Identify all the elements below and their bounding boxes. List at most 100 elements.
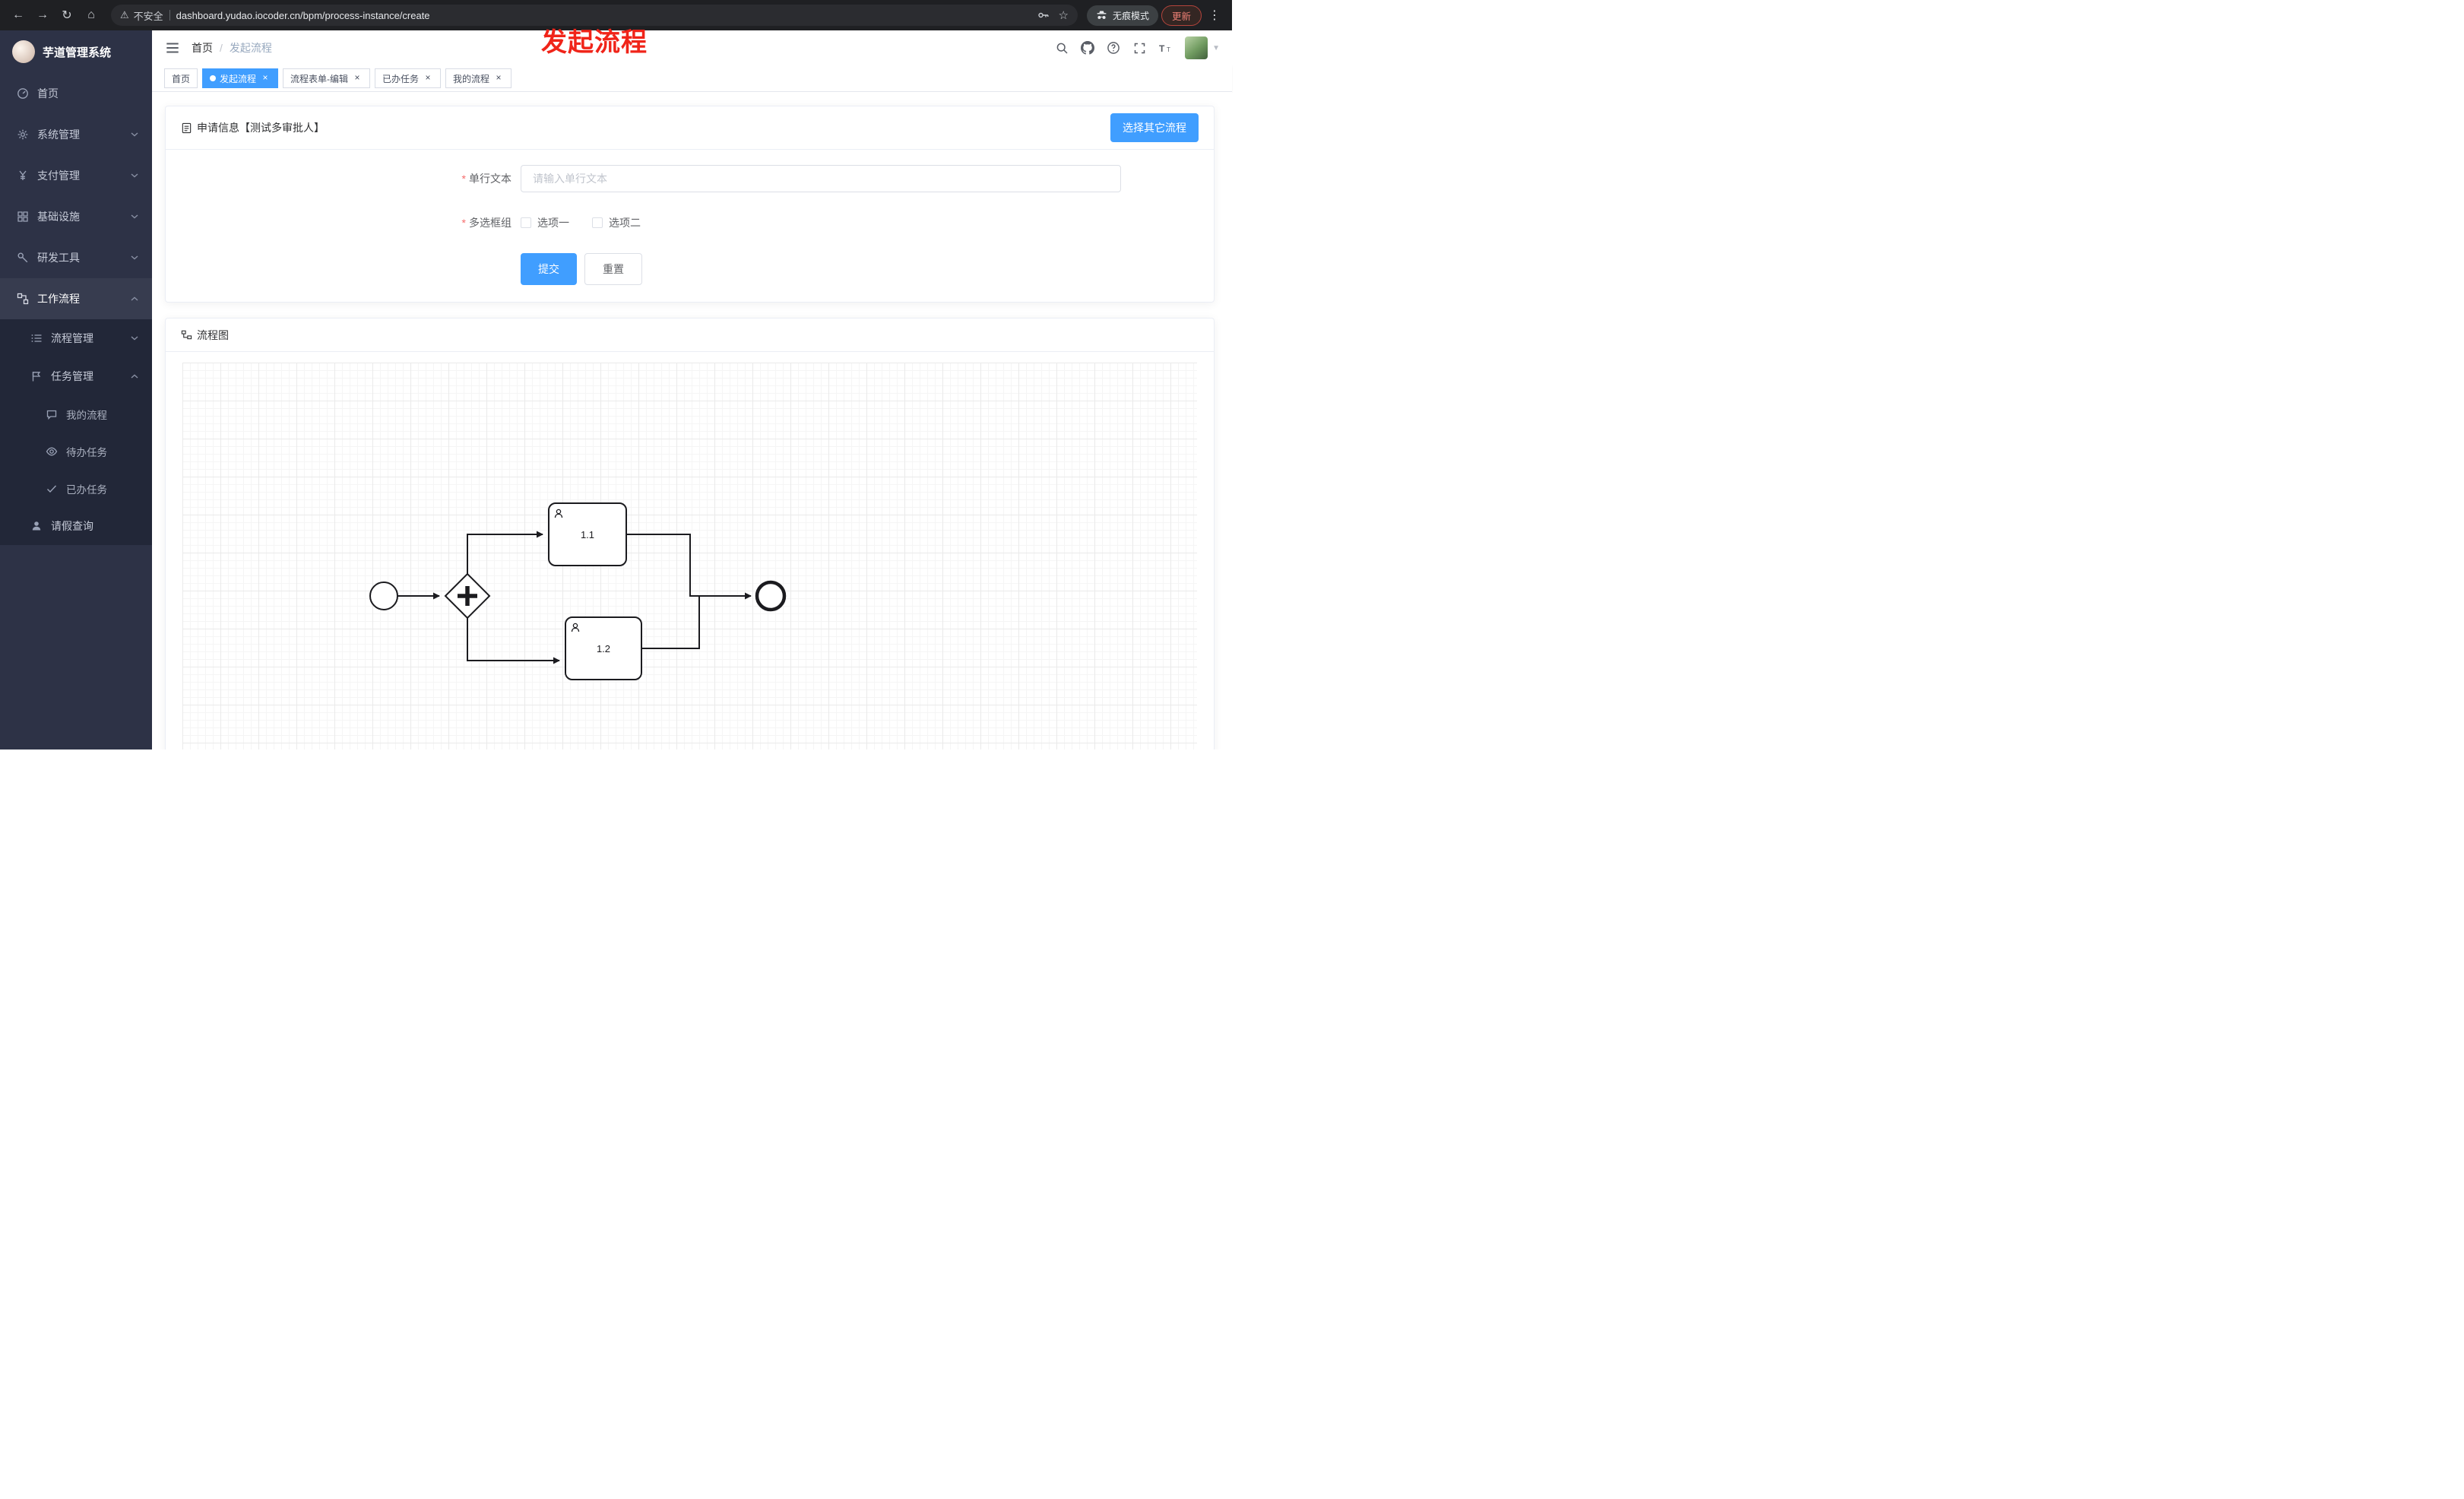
document-icon [182,122,192,133]
sidebar-item-task-mgmt[interactable]: 任务管理 [0,357,152,395]
sidebar-item-process-mgmt[interactable]: 流程管理 [0,319,152,357]
checkbox-icon[interactable] [521,217,531,228]
bpmn-task-1[interactable]: 1.1 [548,502,627,566]
checkbox-icon[interactable] [592,217,603,228]
fullscreen-icon[interactable] [1127,36,1151,60]
content-area: 申请信息【测试多审批人】 选择其它流程 *单行文本 *多选框组 [152,92,1232,750]
dashboard-icon [17,88,28,99]
reload-button[interactable]: ↻ [62,9,72,22]
breadcrumb-current: 发起流程 [229,42,272,54]
form-card: 申请信息【测试多审批人】 选择其它流程 *单行文本 *多选框组 [165,106,1215,303]
tab-close-icon[interactable]: × [425,72,431,83]
forward-button[interactable]: → [36,8,49,21]
flowchart-icon [181,330,192,340]
user-icon [32,521,41,531]
bpmn-flow-task1-to-end [626,534,752,600]
not-secure-warning[interactable]: ⚠ 不安全 [120,8,163,23]
sidebar-item-leave-query[interactable]: 请假查询 [0,507,152,545]
sidebar-item-system[interactable]: 系统管理 [0,114,152,155]
workflow-submenu: 流程管理 任务管理 我的流程 待办任务 已办任务 请假 [0,319,152,545]
flag-icon [32,372,41,382]
bpmn-user-task-icon [554,509,563,518]
warning-icon: ⚠ [120,9,129,21]
incognito-label: 无痕模式 [1112,10,1149,21]
bookmark-star-icon[interactable]: ☆ [1058,9,1069,22]
chevron-up-icon [131,296,138,301]
chevron-down-icon [131,336,138,341]
checkbox-option-2[interactable]: 选项二 [592,215,641,230]
bpmn-flow-gateway-to-task1 [467,531,543,574]
diagram-card-title: 流程图 [181,328,229,343]
tab-home[interactable]: 首页 [164,68,198,88]
chat-icon [46,410,57,420]
text-field-label: *单行文本 [461,173,511,185]
security-label: 不安全 [133,10,163,22]
avatar-caret-icon[interactable]: ▼ [1212,43,1220,52]
tab-initiate-process[interactable]: 发起流程 × [202,68,279,88]
incognito-badge: 无痕模式 [1086,5,1158,26]
list-icon [31,334,42,342]
browser-menu-icon[interactable]: ⋮ [1208,9,1221,22]
sidebar-item-todo-tasks[interactable]: 待办任务 [0,433,152,470]
breadcrumb: 首页 / 发起流程 [192,40,272,55]
sidebar-item-payment[interactable]: 支付管理 [0,155,152,196]
update-button[interactable]: 更新 [1161,5,1202,26]
form-card-title: 申请信息【测试多审批人】 [181,120,325,135]
app-logo[interactable]: 芋道管理系统 [0,30,152,73]
active-tab-dot [210,75,217,81]
help-icon[interactable] [1101,36,1126,60]
user-avatar[interactable] [1185,36,1208,59]
svg-text:T: T [1159,43,1165,54]
incognito-icon [1097,11,1107,19]
tab-done-tasks[interactable]: 已办任务 × [375,68,442,88]
bpmn-start-event[interactable] [369,582,398,610]
address-bar[interactable]: ⚠ 不安全 dashboard.yudao.iocoder.cn/bpm/pro… [111,5,1078,26]
back-button[interactable]: ← [12,8,24,21]
omnibox-divider [169,10,170,21]
sidebar-item-devtools[interactable]: 研发工具 [0,237,152,278]
reset-button[interactable]: 重置 [584,253,642,285]
tab-form-edit[interactable]: 流程表单-编辑 × [283,68,371,88]
required-mark: * [461,217,466,229]
tab-my-process[interactable]: 我的流程 × [445,68,512,88]
gear-icon [17,129,28,140]
chevron-down-icon [131,173,138,178]
search-icon[interactable] [1050,36,1074,60]
tab-close-icon[interactable]: × [496,72,502,83]
github-icon[interactable] [1075,36,1100,60]
svg-text:T: T [1167,46,1170,53]
chevron-down-icon [131,214,138,219]
bpmn-flow-task2-to-end [641,596,700,649]
checkbox-field-row: *多选框组 选项一 选项二 [447,209,1199,236]
sidebar-item-home[interactable]: 首页 [0,73,152,114]
tab-close-icon[interactable]: × [354,72,360,83]
bpmn-parallel-gateway[interactable] [444,572,491,620]
single-line-text-input[interactable] [521,165,1121,192]
choose-other-process-button[interactable]: 选择其它流程 [1110,113,1199,142]
home-button[interactable]: ⌂ [87,8,95,21]
bpmn-diagram: 1.1 1.2 [369,502,787,680]
tags-view-bar: 首页 发起流程 × 流程表单-编辑 × 已办任务 × 我的流程 × [152,65,1232,92]
checkbox-option-1[interactable]: 选项一 [521,215,569,230]
key-icon[interactable] [1037,9,1050,21]
sidebar-item-workflow[interactable]: 工作流程 [0,278,152,319]
submit-button[interactable]: 提交 [521,253,577,285]
tools-icon [17,252,28,263]
menu-fold-icon[interactable] [164,40,181,56]
diagram-card: 流程图 [165,318,1215,750]
sidebar-item-done-tasks[interactable]: 已办任务 [0,470,152,507]
chevron-up-icon [131,374,138,379]
sidebar: 芋道管理系统 首页 系统管理 支付管理 基础设施 研发工具 工作流 [0,30,152,750]
breadcrumb-home[interactable]: 首页 [192,42,213,54]
bpmn-task-1-label: 1.1 [581,529,594,540]
bpmn-task-2[interactable]: 1.2 [565,616,642,680]
sidebar-item-my-process[interactable]: 我的流程 [0,395,152,433]
bpmn-canvas[interactable]: 1.1 1.2 [182,363,1197,750]
tab-close-icon[interactable]: × [262,72,268,83]
logo-avatar [12,40,35,63]
app-title: 芋道管理系统 [43,46,112,59]
bpmn-end-event[interactable] [755,580,787,612]
sidebar-item-infrastructure[interactable]: 基础设施 [0,196,152,237]
